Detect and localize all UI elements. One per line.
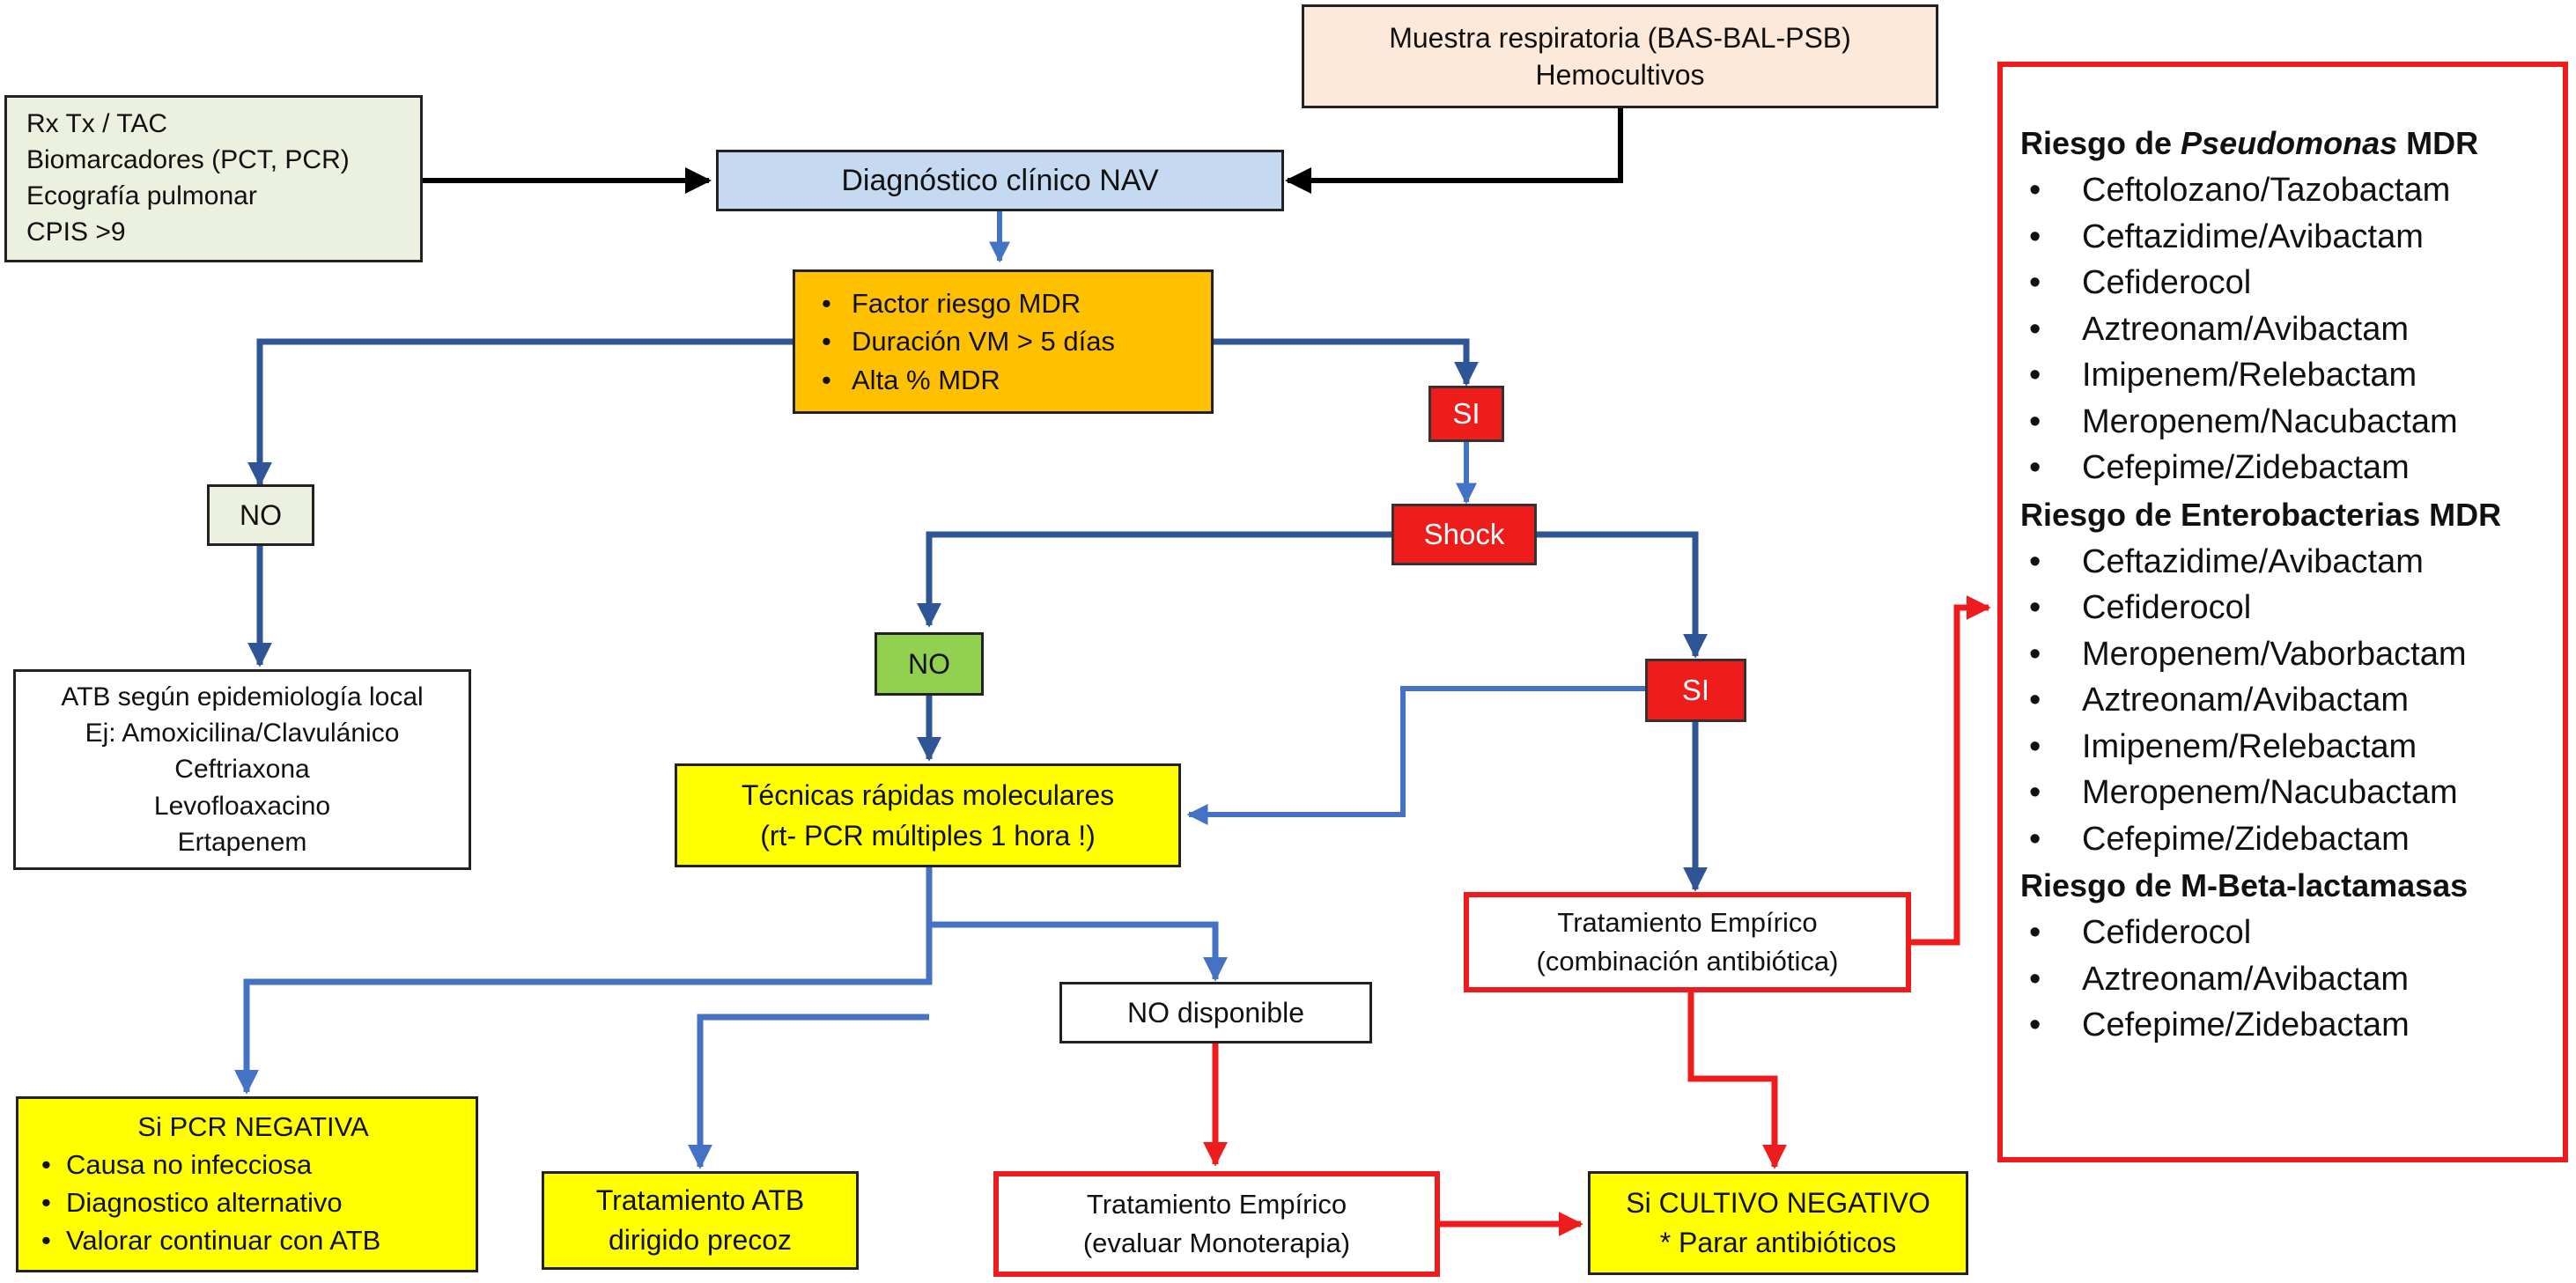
atb-line-4: Levofloaxacino [153, 791, 331, 821]
arrow-tecnicas-to-dirigido [688, 1014, 929, 1169]
shock-text: Shock [1423, 518, 1505, 551]
atb-dirigido-line-2: dirigido precoz [608, 1224, 793, 1256]
no-left-label: NO [207, 484, 314, 546]
risk-item: Aztreonam/Avibactam [2020, 956, 2563, 1003]
pcr-negativa-title: Si PCR NEGATIVA [137, 1111, 369, 1143]
arrow-combo-to-riskpanel [1911, 595, 1991, 946]
empirico-mono-box: Tratamiento Empírico (evaluar Monoterapi… [993, 1171, 1440, 1277]
risk-item: Aztreonam/Avibactam [2020, 306, 2563, 353]
si-right-label: SI [1645, 659, 1746, 722]
empirico-combo-line-1: Tratamiento Empírico [1557, 906, 1818, 938]
risk-item: Ceftolozano/Tazobactam [2020, 167, 2563, 214]
no-mid-label: NO [875, 632, 984, 696]
risk-heading-suffix: MDR [2397, 125, 2479, 161]
risk-group-enterobacterias: Riesgo de Enterobacterias MDR Ceftazidim… [2020, 491, 2563, 863]
arrow-tecnicas-to-pcr [234, 867, 933, 1095]
factor-bullet-3: Alta % MDR [811, 361, 1000, 400]
risk-item: Ceftazidime/Avibactam [2020, 214, 2563, 261]
risk-item: Imipenem/Relebactam [2020, 352, 2563, 399]
empirico-combo-box: Tratamiento Empírico (combinación antibi… [1464, 892, 1911, 992]
arrow-muestra-to-diagnostico [1285, 108, 1623, 194]
no-mid-text: NO [908, 647, 950, 680]
risk-group-mbl: Riesgo de M-Beta-lactamasas Cefiderocol … [2020, 862, 2563, 1049]
risk-heading-enterobacterias: Riesgo de Enterobacterias MDR [2020, 496, 2502, 533]
atb-dirigido-line-1: Tratamiento ATB [595, 1183, 805, 1216]
imaging-line-2: Biomarcadores (PCT, PCR) [26, 145, 350, 175]
arrow-factor-to-si [1214, 338, 1479, 387]
pcr-negativa-box: Si PCR NEGATIVA Causa no infecciosa Diag… [16, 1096, 478, 1272]
empirico-mono-line-2: (evaluar Monoterapia) [1082, 1228, 1351, 1258]
risk-item: Cefiderocol [2020, 260, 2563, 306]
risk-item: Cefepime/Zidebactam [2020, 816, 2563, 863]
arrow-shock-to-no [917, 531, 1391, 628]
imaging-line-4: CPIS >9 [26, 217, 126, 247]
atb-line-5: Ertapenem [177, 828, 307, 858]
si-top-label: SI [1428, 386, 1504, 442]
no-disponible-box: NO disponible [1059, 982, 1372, 1043]
si-top-text: SI [1452, 397, 1480, 431]
atb-line-2: Ej: Amoxicilina/Clavulánico [85, 718, 400, 748]
risk-item: Meropenem/Nacubactam [2020, 399, 2563, 446]
risk-heading-mbl: Riesgo de M-Beta-lactamasas [2020, 867, 2469, 903]
no-disponible-text: NO disponible [1127, 996, 1304, 1029]
risk-panel: Riesgo de Pseudomonas MDR Ceftolozano/Ta… [1997, 62, 2568, 1162]
muestra-line-2: Hemocultivos [1535, 59, 1705, 91]
diagnostico-box: Diagnóstico clínico NAV [716, 150, 1284, 211]
factor-bullet-2: Duración VM > 5 días [811, 322, 1115, 361]
risk-heading-italic: Pseudomonas [2181, 125, 2398, 161]
risk-heading-pseudomonas: Riesgo de Pseudomonas MDR [2020, 120, 2563, 167]
pcr-bullet-3: Valorar continuar con ATB [31, 1222, 380, 1260]
risk-item: Meropenem/Vaborbactam [2020, 631, 2563, 678]
diagnostico-text: Diagnóstico clínico NAV [841, 163, 1159, 197]
atb-line-3: Ceftriaxona [174, 755, 310, 785]
imaging-line-3: Ecografía pulmonar [26, 181, 257, 210]
risk-item: Cefiderocol [2020, 910, 2563, 956]
tecnicas-box: Técnicas rápidas moleculares (rt- PCR mú… [675, 763, 1181, 867]
atb-line-1: ATB según epidemiología local [61, 682, 424, 712]
risk-group-pseudomonas: Riesgo de Pseudomonas MDR Ceftolozano/Ta… [2020, 120, 2563, 491]
arrow-shock-to-si [1537, 531, 1708, 659]
risk-item: Imipenem/Relebactam [2020, 724, 2563, 771]
shock-label: Shock [1391, 504, 1537, 565]
risk-item: Meropenem/Nacubactam [2020, 770, 2563, 816]
arrow-si-to-tecnicas [1186, 686, 1645, 825]
cultivo-negativo-line-1: Si CULTIVO NEGATIVO [1626, 1186, 1930, 1219]
risk-item: Cefepime/Zidebactam [2020, 445, 2563, 491]
si-right-text: SI [1681, 674, 1710, 707]
atb-dirigido-box: Tratamiento ATB dirigido precoz [542, 1171, 859, 1270]
risk-heading-prefix: Riesgo de [2020, 125, 2181, 161]
cultivo-negativo-line-2: * Parar antibióticos [1659, 1227, 1897, 1258]
empirico-combo-line-2: (combinación antibiótica) [1536, 946, 1839, 977]
tecnicas-line-2: (rt- PCR múltiples 1 hora !) [760, 820, 1096, 852]
factor-box: Factor riesgo MDR Duración VM > 5 días A… [793, 269, 1214, 414]
risk-item: Cefiderocol [2020, 585, 2563, 631]
muestra-box: Muestra respiratoria (BAS-BAL-PSB) Hemoc… [1302, 4, 1938, 108]
arrow-tecnicas-to-nodisponible [929, 921, 1228, 982]
arrow-combo-to-cultivo [1687, 991, 1787, 1169]
risk-item: Aztreonam/Avibactam [2020, 677, 2563, 724]
factor-bullet-1: Factor riesgo MDR [811, 284, 1081, 323]
pcr-bullet-2: Diagnostico alternativo [31, 1184, 343, 1222]
arrow-factor-to-no [247, 338, 793, 487]
muestra-line-1: Muestra respiratoria (BAS-BAL-PSB) [1389, 21, 1851, 54]
risk-item: Cefepime/Zidebactam [2020, 1002, 2563, 1049]
empirico-mono-line-1: Tratamiento Empírico [1086, 1188, 1347, 1220]
atb-box: ATB según epidemiología local Ej: Amoxic… [13, 669, 471, 870]
no-left-text: NO [240, 498, 282, 531]
pcr-bullet-1: Causa no infecciosa [31, 1147, 312, 1184]
risk-item: Ceftazidime/Avibactam [2020, 539, 2563, 586]
cultivo-negativo-box: Si CULTIVO NEGATIVO * Parar antibióticos [1588, 1171, 1968, 1275]
imaging-line-1: Rx Tx / TAC [26, 109, 168, 139]
tecnicas-line-1: Técnicas rápidas moleculares [741, 778, 1115, 811]
imaging-box: Rx Tx / TAC Biomarcadores (PCT, PCR) Eco… [4, 95, 423, 262]
